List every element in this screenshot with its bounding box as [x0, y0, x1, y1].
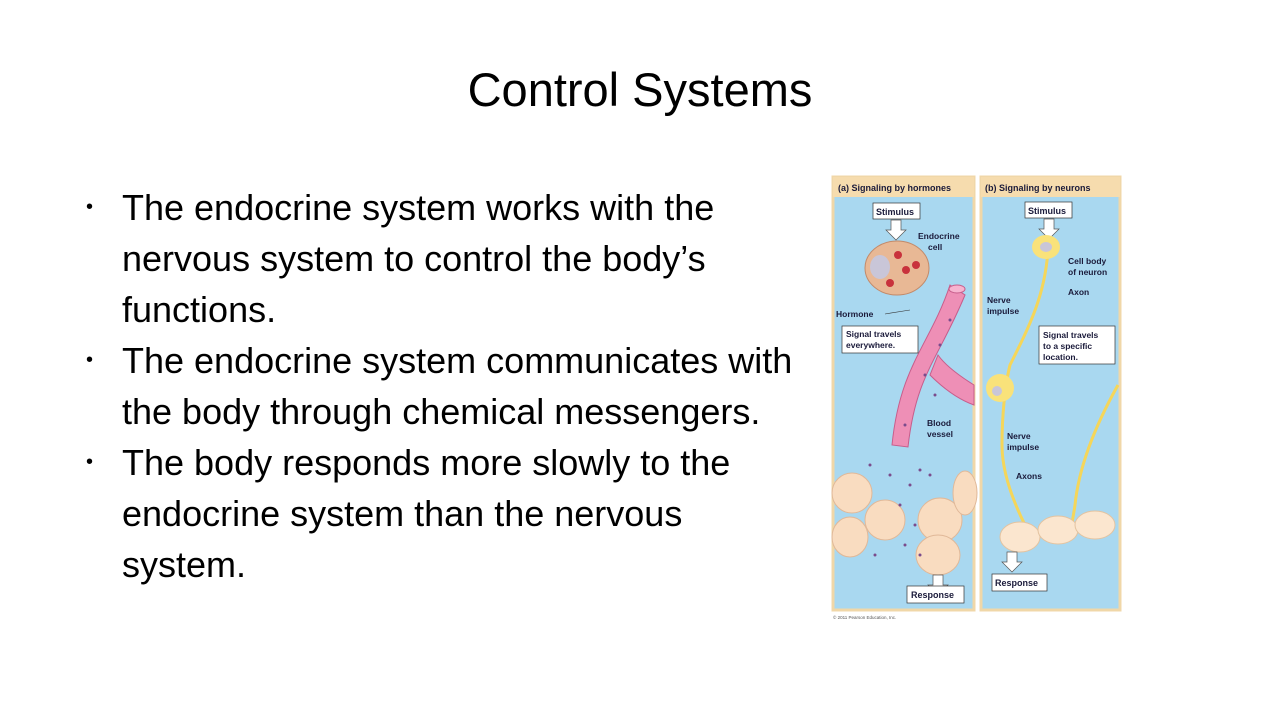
- bullet-icon: •: [86, 349, 94, 371]
- svg-text:to a specific: to a specific: [1043, 341, 1092, 351]
- bullet-item: •The body responds more slowly to the en…: [84, 437, 794, 590]
- copyright: © 2011 Pearson Education, Inc.: [833, 614, 896, 620]
- panel-a-header: (a) Signaling by hormones: [838, 183, 951, 193]
- endocrine-cell: [864, 240, 930, 296]
- svg-text:everywhere.: everywhere.: [846, 340, 895, 350]
- signaling-figure: (a) Signaling by hormones Stimulus Endoc…: [831, 175, 1122, 620]
- svg-text:location.: location.: [1043, 352, 1078, 362]
- slide-title: Control Systems: [467, 63, 813, 116]
- bullet-list: •The endocrine system works with the ner…: [84, 182, 794, 590]
- axon-label: Axon: [1068, 287, 1089, 297]
- blood-vessel: [891, 284, 966, 448]
- svg-text:Nerve: Nerve: [987, 295, 1011, 305]
- stimulus-label: Stimulus: [876, 207, 914, 217]
- panel-neurons: (b) Signaling by neurons Stimulus Cell b…: [979, 175, 1122, 612]
- svg-text:Cell body: Cell body: [1068, 256, 1107, 266]
- panel-b-header: (b) Signaling by neurons: [985, 183, 1091, 193]
- axons-label: Axons: [1016, 471, 1042, 481]
- svg-text:impulse: impulse: [1007, 442, 1039, 452]
- svg-text:of neuron: of neuron: [1068, 267, 1107, 277]
- bullet-item: •The endocrine system works with the ner…: [84, 182, 794, 335]
- svg-text:Signal travels: Signal travels: [846, 329, 902, 339]
- svg-text:vessel: vessel: [927, 429, 953, 439]
- svg-text:impulse: impulse: [987, 306, 1019, 316]
- panel-hormones: (a) Signaling by hormones Stimulus Endoc…: [831, 175, 978, 612]
- hormone-label: Hormone: [836, 309, 874, 319]
- svg-text:cell: cell: [928, 242, 942, 252]
- bullet-item: •The endocrine system communicates with …: [84, 335, 794, 437]
- bullet-icon: •: [86, 451, 94, 473]
- bullet-icon: •: [86, 196, 94, 218]
- svg-text:Endocrine: Endocrine: [918, 231, 960, 241]
- svg-text:Nerve: Nerve: [1007, 431, 1031, 441]
- stimulus-label: Stimulus: [1028, 206, 1066, 216]
- response-label: Response: [911, 590, 954, 600]
- arrow-icon: [885, 219, 907, 241]
- response-label: Response: [995, 578, 1038, 588]
- svg-text:Blood: Blood: [927, 418, 951, 428]
- svg-text:Signal travels: Signal travels: [1043, 330, 1099, 340]
